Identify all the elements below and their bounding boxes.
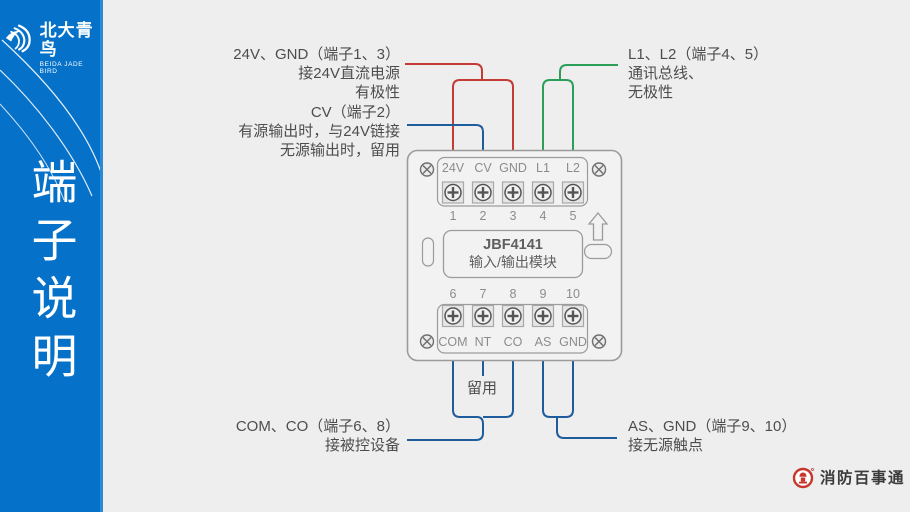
terminal-number: 6	[450, 287, 457, 301]
terminal-label: L1	[536, 161, 550, 175]
terminal-number: 5	[570, 209, 577, 223]
annotation-line: 24V、GND（端子1、3）	[233, 46, 400, 63]
annotation-line: 接被控设备	[324, 437, 400, 454]
watermark-text: 消防百事通	[820, 470, 906, 487]
terminal-screw-icon	[441, 304, 465, 328]
bottom-terminal-screws	[441, 304, 585, 328]
brand-name: 北大青鸟	[39, 21, 94, 59]
annotation-com-co: COM、CO（端子6、8） 接被控设备	[150, 417, 400, 455]
io-module: 24V CV GND L1 L2 1 2 3 4 5 6 7 8 9 10 CO…	[406, 149, 623, 362]
wire-co-merge	[483, 361, 514, 418]
terminal-label: CV	[474, 161, 492, 175]
terminal-number: 1	[450, 209, 457, 223]
terminal-number: 8	[510, 287, 517, 301]
terminal-screw-icon	[531, 304, 555, 328]
right-slot	[583, 243, 613, 260]
terminal-label: COM	[438, 335, 467, 349]
annotation-line: 接无源触点	[628, 437, 704, 454]
terminal-number: 7	[480, 287, 487, 301]
annotation-line: L1、L2（端子4、5）	[628, 46, 769, 63]
decorative-arcs	[0, 39, 103, 201]
terminal-label: L2	[566, 161, 580, 175]
annotation-l1-l2: L1、L2（端子4、5） 通讯总线、 无极性	[628, 45, 768, 102]
annotation-line: 有极性	[354, 84, 400, 101]
terminal-screw-icon	[561, 181, 585, 204]
annotation-line: AS、GND（端子9、10）	[628, 418, 797, 435]
terminal-label: 24V	[442, 161, 465, 175]
terminal-number: 4	[540, 209, 547, 223]
annotation-line: 无极性	[628, 84, 674, 101]
terminal-label: GND	[499, 161, 527, 175]
module-model: JBF4141	[483, 237, 543, 253]
annotation-line: 有源输出时，与24V链接	[238, 123, 400, 140]
annotation-line: 通讯总线、	[628, 65, 704, 82]
terminal-screw-icon	[501, 181, 525, 204]
wire-com-co-out	[407, 361, 484, 441]
terminal-label: GND	[559, 335, 587, 349]
bird-logo-icon	[5, 24, 31, 53]
annotation-reserved: 留用	[466, 380, 497, 397]
page-title: 端子说明	[25, 158, 78, 390]
terminal-number: 10	[566, 287, 580, 301]
wire-bus-feed	[559, 64, 618, 79]
wire-l1-l2-branch	[542, 79, 574, 150]
wires	[405, 63, 618, 441]
corner-screws	[419, 162, 607, 349]
fire-service-logo-icon	[792, 467, 814, 489]
annotation-line: CV（端子2）	[310, 104, 400, 121]
terminal-screw-icon	[471, 304, 495, 328]
module-name: 输入/输出模块	[469, 254, 557, 270]
wire-24v-feed	[405, 63, 483, 79]
sidebar-edge-strip	[100, 0, 103, 512]
terminal-number: 2	[480, 209, 487, 223]
brand-name-en: BEIDA JADE BIRD	[39, 61, 84, 75]
watermark: 消防百事通	[792, 465, 905, 489]
corner-screw-icon	[591, 162, 607, 177]
corner-screw-icon	[591, 334, 607, 349]
terminal-number: 3	[510, 209, 517, 223]
wire-gnd-merge	[557, 361, 574, 418]
annotation-line: 无源输出时，留用	[279, 142, 400, 159]
sidebar: 北大青鸟 BEIDA JADE BIRD 端子说明	[0, 0, 103, 512]
brand-logo: 北大青鸟 BEIDA JADE BIRD	[5, 21, 103, 75]
terminal-screw-icon	[441, 181, 465, 204]
orientation-arrow-icon	[587, 211, 609, 241]
corner-screw-icon	[419, 334, 435, 349]
annotation-line: 接24V直流电源	[298, 65, 400, 82]
annotation-as-gnd: AS、GND（端子9、10） 接无源触点	[628, 417, 796, 455]
terminal-number: 9	[540, 287, 547, 301]
corner-screw-icon	[419, 162, 435, 177]
terminal-screw-icon	[561, 304, 585, 328]
terminal-label: CO	[504, 335, 523, 349]
terminal-screw-icon	[501, 304, 525, 328]
wire-24v-gnd-branch	[452, 79, 514, 150]
wire-as-gnd-out	[542, 361, 617, 439]
terminal-label: AS	[535, 335, 552, 349]
terminal-label: NT	[475, 335, 492, 349]
terminal-screw-icon	[471, 181, 495, 204]
left-slot	[421, 237, 435, 267]
annotation-24v-gnd: 24V、GND（端子1、3） 接24V直流电源 有极性	[150, 45, 400, 102]
top-terminal-strip	[436, 156, 589, 207]
wire-cv	[407, 124, 484, 150]
brand-text: 北大青鸟 BEIDA JADE BIRD	[40, 21, 103, 75]
annotation-cv: CV（端子2） 有源输出时，与24V链接 无源输出时，留用	[150, 103, 400, 160]
module-nameplate	[442, 229, 584, 279]
terminal-screw-icon	[531, 181, 555, 204]
terminal-labels: 24V CV GND L1 L2 1 2 3 4 5 6 7 8 9 10 CO…	[438, 161, 586, 349]
top-terminal-screws	[441, 181, 585, 204]
bottom-terminal-strip	[436, 303, 589, 354]
annotation-line: COM、CO（端子6、8）	[235, 418, 400, 435]
